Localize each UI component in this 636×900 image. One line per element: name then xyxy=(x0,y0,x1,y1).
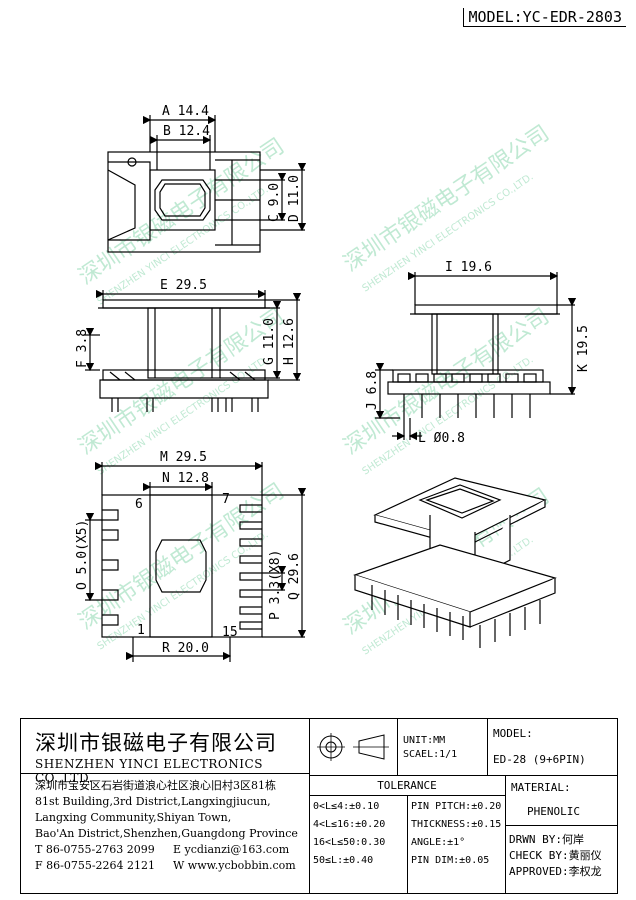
dim-K: K 19.5 xyxy=(576,325,591,372)
dim-M: M 29.5 xyxy=(160,450,207,465)
tolerance-row-2: 4<L≤16:±0.20 xyxy=(313,819,386,830)
email-address: E ycdianzi@163.com xyxy=(173,843,290,856)
model-number-tag: MODEL:YC-EDR-2803 xyxy=(463,8,626,27)
title-block: 深圳市银磁电子有限公司 SHENZHEN YINCI ELECTRONICS C… xyxy=(20,718,618,894)
projection-panel xyxy=(309,719,398,776)
company-divider xyxy=(21,773,309,774)
material-panel: MATERIAL: PHENOLIC DRWN BY:何岸 CHECK BY:黄… xyxy=(505,775,617,893)
address-line-3: Bao'An District,Shenzhen,Guangdong Provi… xyxy=(35,827,298,840)
dim-C: C 9.0 xyxy=(267,183,282,222)
tolerance-row-3: 16<L≤50:0.30 xyxy=(313,837,386,848)
website: W www.ycbobbin.com xyxy=(173,859,296,872)
pin-spec-row-3: ANGLE:±1° xyxy=(411,837,466,848)
scale-label: SCAEL:1/1 xyxy=(403,749,458,760)
tolerance-panel: TOLERANCE 0<L≤4:±0.10 4<L≤16:±0.20 16<L≤… xyxy=(309,775,506,893)
company-name-cn: 深圳市银磁电子有限公司 xyxy=(35,731,277,755)
dim-E: E 29.5 xyxy=(160,278,207,293)
dim-O: O 5.0(X5) xyxy=(75,520,90,590)
unit-panel: UNIT:MM SCAEL:1/1 xyxy=(397,719,488,776)
dim-H: H 12.6 xyxy=(282,318,297,365)
dim-A: A 14.4 xyxy=(162,104,209,119)
pin-number-7: 7 xyxy=(222,492,230,507)
bottom-pins-left xyxy=(102,509,119,626)
projection-symbol-icon xyxy=(317,733,389,761)
watermark-cn-1: 深圳市银磁电子有限公司 xyxy=(74,134,289,290)
watermark-cn-2: 深圳市银磁电子有限公司 xyxy=(339,121,554,277)
pin-number-6: 6 xyxy=(135,497,143,512)
pin-spec-row-1: PIN PITCH:±0.20 xyxy=(411,801,502,812)
material-value: PHENOLIC xyxy=(527,805,580,818)
company-name-en: SHENZHEN YINCI ELECTRONICS CO.,LTD. xyxy=(35,757,263,785)
iso-pins xyxy=(371,585,541,648)
bottom-pins-right xyxy=(239,504,262,630)
material-divider xyxy=(505,825,617,826)
model-field-value: ED-28 (9+6PIN) xyxy=(493,753,586,766)
address-cn: 深圳市宝安区石岩街道浪心社区浪心旧村3区81栋 xyxy=(35,779,276,792)
dim-B: B 12.4 xyxy=(163,124,210,139)
drawn-by: DRWN BY:何岸 xyxy=(509,833,584,846)
model-field-label: MODEL: xyxy=(493,727,533,740)
tolerance-row-1: 0<L≤4:±0.10 xyxy=(313,801,380,812)
pin-number-15: 15 xyxy=(222,625,238,640)
checked-by: CHECK BY:黄丽仪 xyxy=(509,849,602,862)
dim-L: L Ø0.8 xyxy=(418,431,465,446)
dim-D: D 11.0 xyxy=(287,175,302,222)
dim-N: N 12.8 xyxy=(162,471,209,486)
pin-spec-row-4: PIN DIM:±0.05 xyxy=(411,855,490,866)
watermark-cn-5: 深圳市银磁电子有限公司 xyxy=(74,479,289,635)
dim-Q: Q 29.6 xyxy=(287,553,302,600)
pin-spec-row-2: THICKNESS:±0.15 xyxy=(411,819,502,830)
tolerance-heading: TOLERANCE xyxy=(377,779,437,792)
approved-by: APPROVED:李权龙 xyxy=(509,865,602,878)
dim-R: R 20.0 xyxy=(162,641,209,656)
address-line-1: 81st Building,3rd District,Langxingjiucu… xyxy=(35,795,271,808)
dim-J: J 6.8 xyxy=(365,371,380,410)
dim-F: F 3.8 xyxy=(75,329,90,368)
tolerance-row-4: 50≤L:±0.40 xyxy=(313,855,374,866)
bottom-view xyxy=(85,461,307,662)
company-panel: 深圳市银磁电子有限公司 SHENZHEN YINCI ELECTRONICS C… xyxy=(21,719,310,893)
dim-P: P 3.3(X8) xyxy=(268,550,283,620)
front-pins xyxy=(111,398,259,412)
model-panel: MODEL: ED-28 (9+6PIN) xyxy=(487,719,617,776)
pin-number-1: 1 xyxy=(137,623,145,638)
isometric-view xyxy=(353,477,557,648)
top-view xyxy=(107,115,307,253)
side-pin-boxes xyxy=(397,373,537,383)
unit-label: UNIT:MM xyxy=(403,735,446,746)
tolerance-column-divider xyxy=(407,795,408,893)
fax-number: F 86-0755-2264 2121 xyxy=(35,859,156,872)
watermark-cn-3: 深圳市银磁电子有限公司 xyxy=(74,304,289,460)
phone-number: T 86-0755-2763 2099 xyxy=(35,843,155,856)
material-label: MATERIAL: xyxy=(511,781,571,794)
side-view xyxy=(375,271,577,441)
dim-I: I 19.6 xyxy=(445,260,492,275)
address-line-2: Langxing Community,Shiyan Town, xyxy=(35,811,232,824)
front-view xyxy=(85,289,302,412)
dim-G: G 11.0 xyxy=(262,318,277,365)
side-pins xyxy=(403,394,531,418)
